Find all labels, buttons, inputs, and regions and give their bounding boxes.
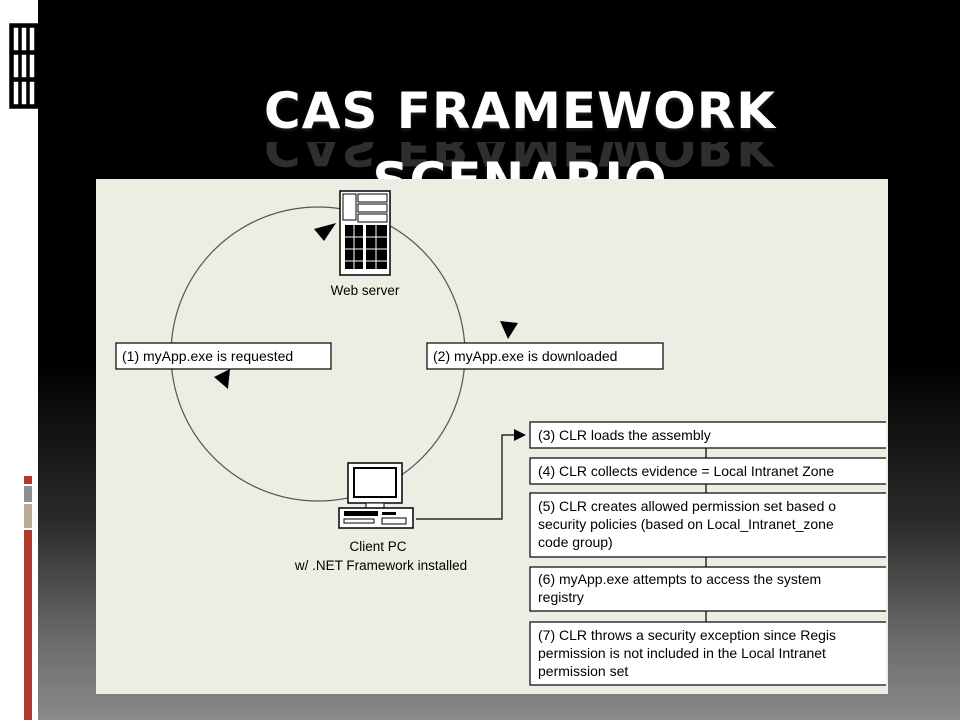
step6-label-line2: registry xyxy=(538,589,584,605)
step2-label: (2) myApp.exe is downloaded xyxy=(433,348,617,364)
step4-box xyxy=(529,457,901,485)
step5-box xyxy=(529,492,901,558)
slide-title-reflection: CAS FRAMEWORK SCENARIO xyxy=(264,142,776,176)
step1-label: (1) myApp.exe is requested xyxy=(122,348,293,364)
grid-icon xyxy=(9,23,39,109)
step5-label-line3: code group) xyxy=(538,534,613,550)
step1-box xyxy=(115,342,332,370)
step2-box xyxy=(426,342,664,370)
step3-label: (3) CLR loads the assembly xyxy=(538,427,711,443)
computer-icon xyxy=(338,462,414,529)
step3-box xyxy=(529,421,901,449)
decorative-bars xyxy=(24,476,38,720)
client-label-line1: Client PC xyxy=(349,539,406,554)
step5-label-line2: security policies (based on Local_Intran… xyxy=(538,516,834,532)
step7-label-line1: (7) CLR throws a security exception sinc… xyxy=(538,627,836,643)
step6-label-line1: (6) myApp.exe attempts to access the sys… xyxy=(538,571,821,587)
step7-box xyxy=(529,621,901,686)
step5-label-line1: (5) CLR creates allowed permission set b… xyxy=(538,498,836,514)
step6-box xyxy=(529,566,901,612)
arrow-to-requested xyxy=(214,369,230,389)
web-server-label: Web server xyxy=(331,283,400,298)
diagram-svg: Web server (1) myApp.exe is requested (2… xyxy=(115,179,901,694)
step7-label-line2: permission is not included in the Local … xyxy=(538,645,826,661)
arrow-to-server xyxy=(314,223,336,241)
server-icon xyxy=(339,190,391,276)
client-label-line2: w/ .NET Framework installed xyxy=(294,558,467,573)
scenario-diagram: Web server (1) myApp.exe is requested (2… xyxy=(96,179,901,694)
slide-title: CAS FRAMEWORK SCENARIO xyxy=(264,82,776,210)
figure-right-edge xyxy=(886,179,888,694)
step7-label-line3: permission set xyxy=(538,663,628,679)
step4-label: (4) CLR collects evidence = Local Intran… xyxy=(538,463,834,479)
arrow-to-downloaded xyxy=(500,321,518,339)
client-connector xyxy=(416,429,526,520)
